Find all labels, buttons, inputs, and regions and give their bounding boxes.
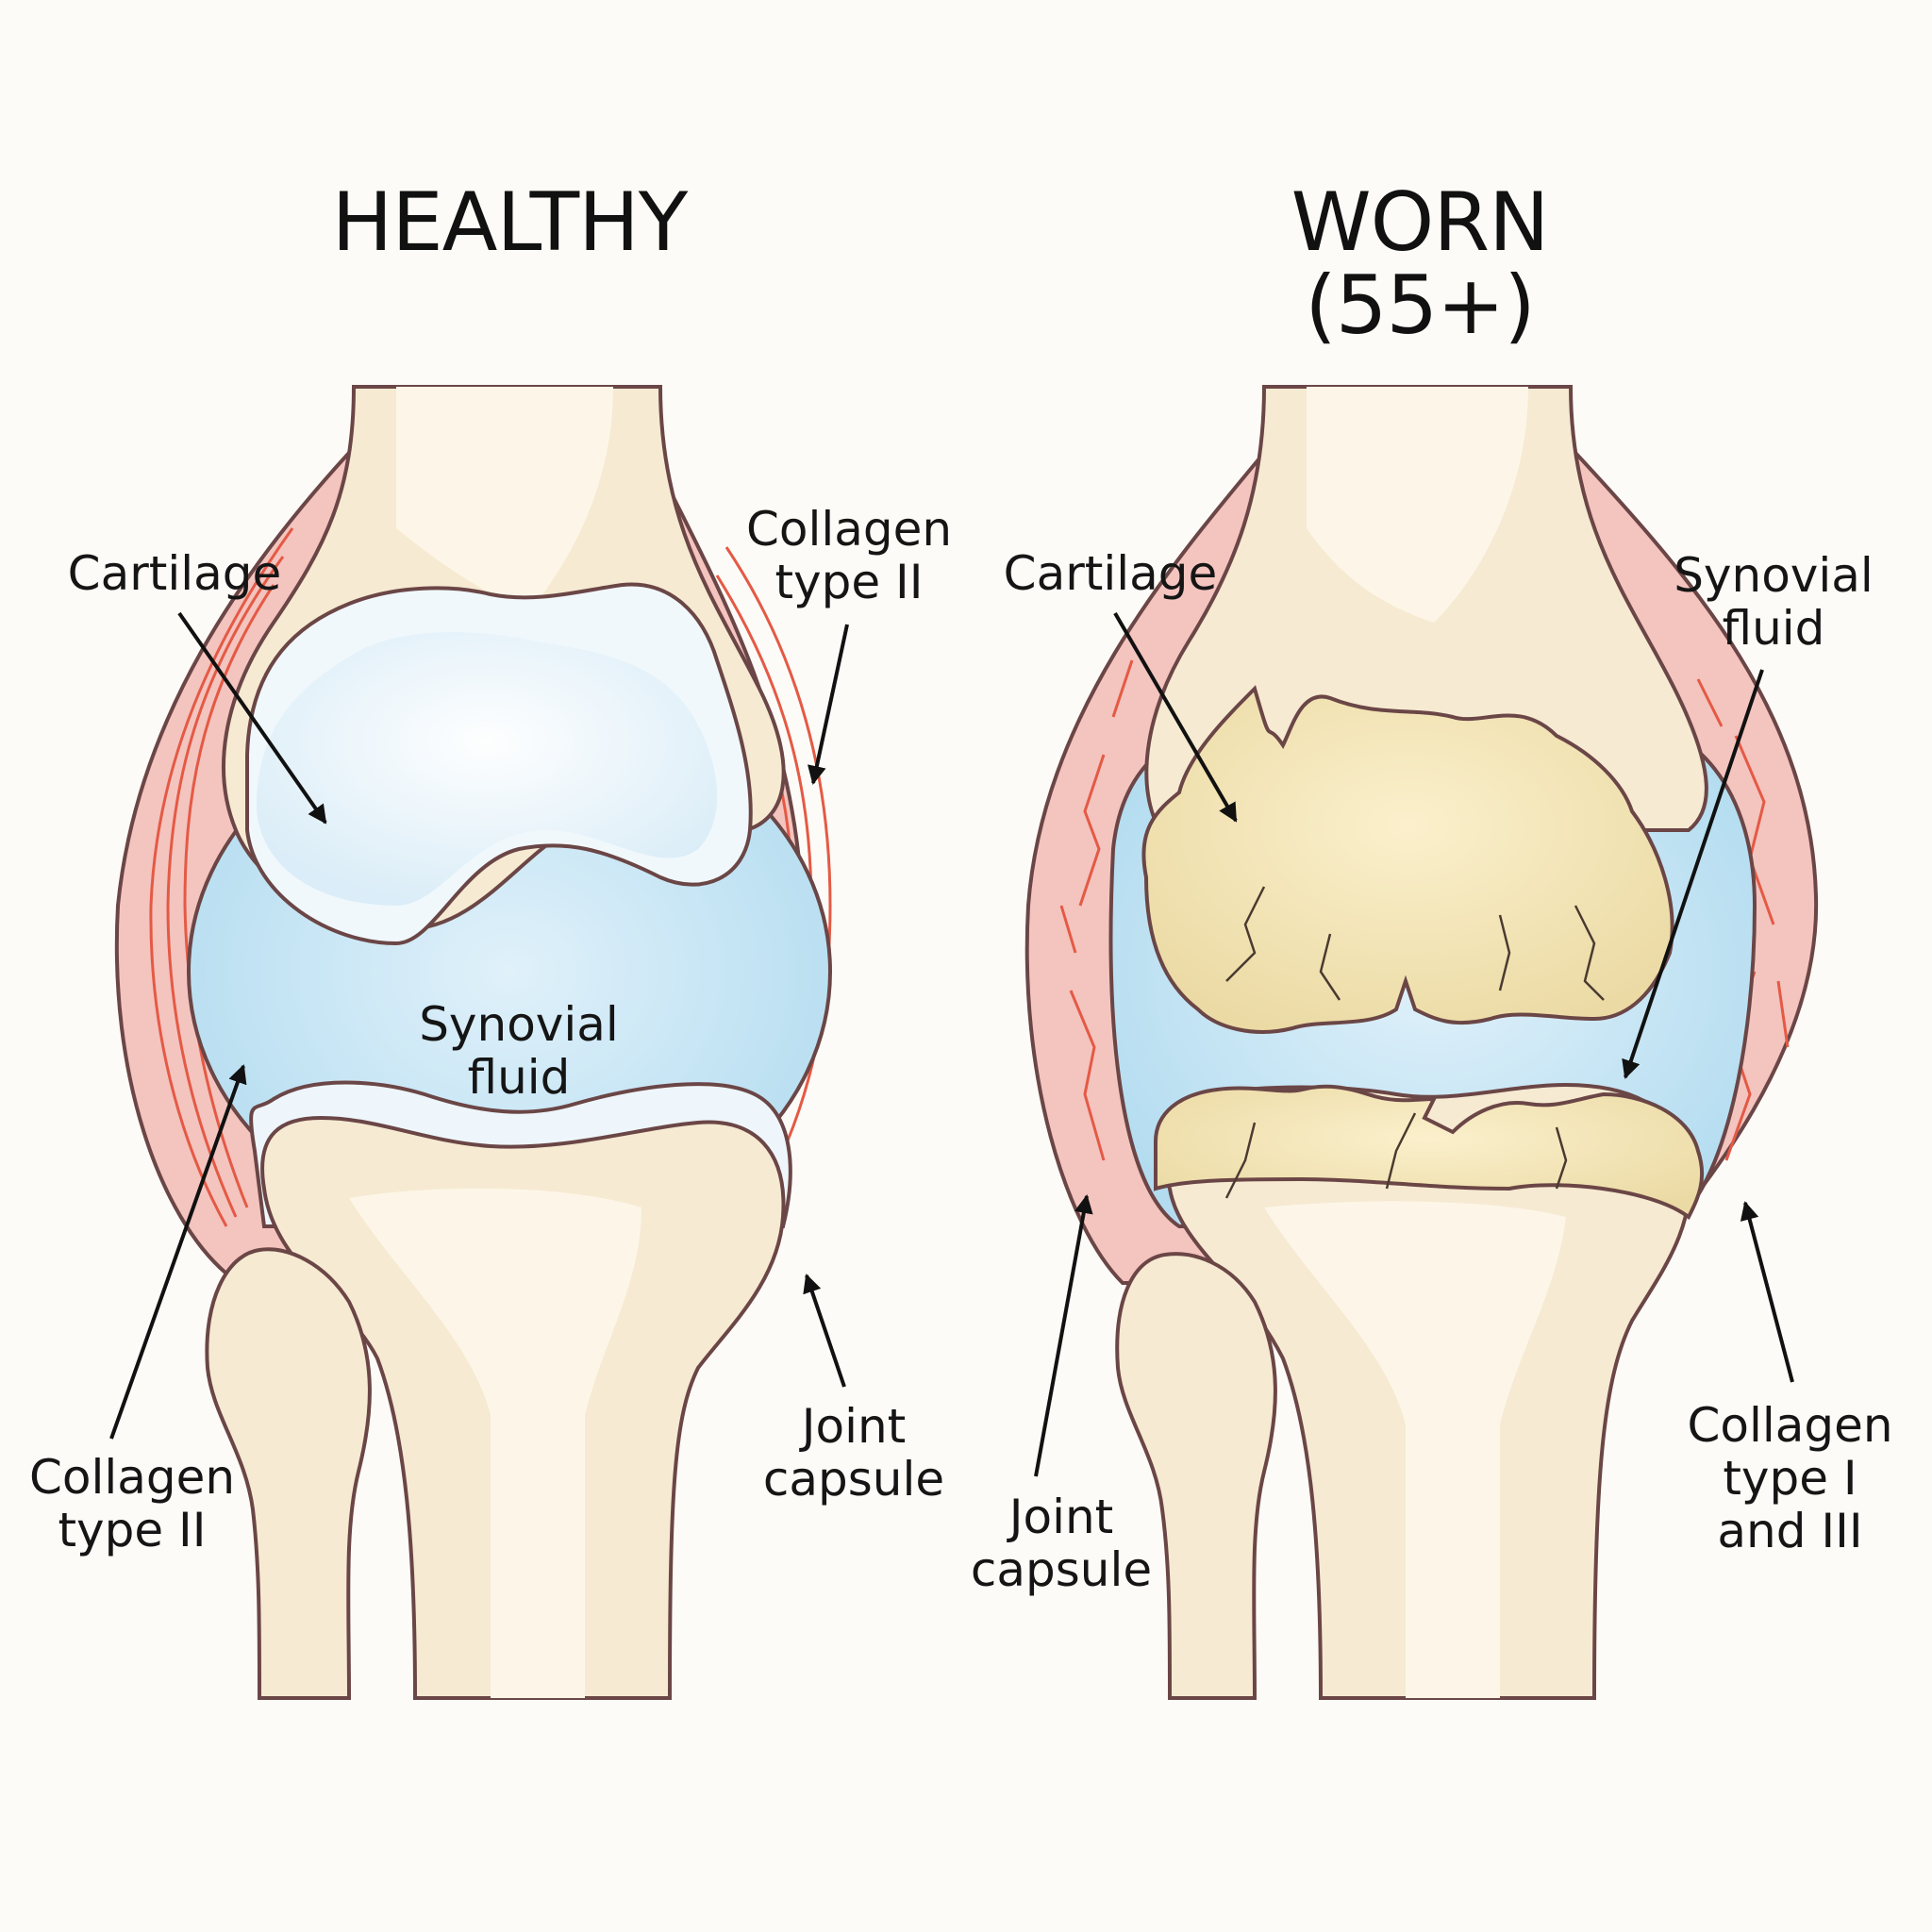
label-worn-cartilage: Cartilage [1003, 546, 1218, 601]
label-healthy-joint-capsule: Joint capsule [762, 1399, 945, 1507]
healthy-fibula [205, 1247, 372, 1700]
pointer-arrows [109, 611, 1794, 1477]
arrow-healthy-collagen-bottom [109, 1064, 247, 1440]
label-worn-collagen-bottom: Collagen type I and III [1687, 1398, 1893, 1558]
worn-femur-cartilage [1141, 685, 1674, 1034]
label-worn-synovial-fluid: Synovial fluid [1674, 548, 1874, 656]
label-healthy-collagen-top: Collagen type II [745, 502, 953, 609]
arrow-worn-synovial-fluid [1622, 669, 1764, 1079]
worn-knee [1024, 385, 1819, 1700]
arrow-worn-collagen-bottom [1740, 1201, 1794, 1383]
worn-tibia-cracks [1224, 1112, 1568, 1199]
title-healthy: HEALTHY [331, 175, 689, 270]
label-healthy-cartilage: Cartilage [67, 546, 282, 601]
arrow-worn-cartilage [1113, 611, 1238, 823]
label-healthy-synovial-fluid: Synovial fluid [419, 997, 619, 1105]
worn-femur-cracks [1225, 886, 1605, 1001]
healthy-knee [114, 385, 832, 1700]
arrow-healthy-collagen-top [807, 624, 849, 785]
arrow-healthy-joint-capsule [803, 1274, 846, 1388]
title-worn: WORN (55+) [1291, 175, 1550, 353]
arrow-worn-joint-capsule [1034, 1194, 1093, 1477]
label-healthy-collagen-bottom: Collagen type II [28, 1450, 236, 1557]
arrow-healthy-cartilage [177, 611, 327, 824]
label-worn-joint-capsule: Joint capsule [970, 1490, 1153, 1597]
worn-tibia-cartilage [1154, 1084, 1705, 1221]
worn-fibula [1115, 1252, 1277, 1700]
healthy-collagen-fibers-left [149, 527, 294, 1227]
